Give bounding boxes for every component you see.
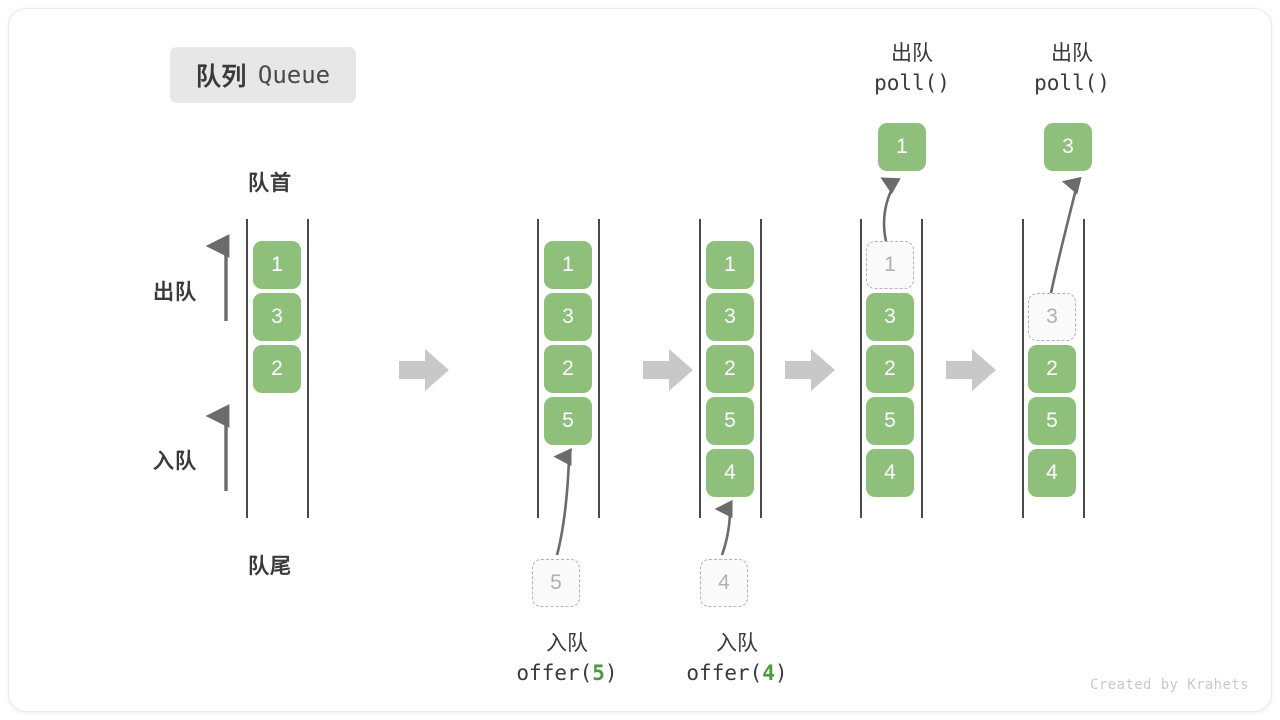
queue-element: 2 (544, 345, 592, 393)
enqueue-arrow-icon (205, 404, 230, 491)
title-cn: 队列 (195, 63, 247, 91)
poll1-remove-arrow-icon (880, 177, 901, 242)
diagram-card: 队列 Queue 队首 队尾 出队 入队 1 3 2 1 3 2 5 (8, 8, 1272, 712)
offer5-insert-arrow-icon (553, 447, 572, 556)
floating-ghost-element: 5 (532, 559, 580, 607)
caption-offer4-cn: 入队 (716, 632, 758, 655)
queue-element: 5 (706, 397, 754, 445)
diagram-title-chip: 队列 Queue (170, 47, 356, 103)
caption-poll1-cn: 出队 (891, 42, 933, 65)
queue-element: 5 (1028, 397, 1076, 445)
queue-rail-left (537, 219, 539, 518)
queue-rail-right (598, 219, 600, 518)
queue-element: 1 (253, 241, 301, 289)
caption-offer5-code: offer(5) (467, 659, 667, 689)
caption-poll3-cn: 出队 (1051, 42, 1093, 65)
offer4-arg: 4 (762, 660, 775, 685)
label-enqueue: 入队 (153, 450, 197, 473)
queue-element: 2 (706, 345, 754, 393)
polled-element: 1 (878, 123, 926, 171)
label-dequeue: 出队 (153, 281, 197, 304)
queue-rail-right (921, 219, 923, 518)
queue-rail-left (860, 219, 862, 518)
queue-rail-right (760, 219, 762, 518)
offer4-insert-arrow-icon (714, 499, 733, 556)
offer5-close: ) (604, 660, 618, 685)
caption-offer4-code: offer(4) (637, 659, 837, 689)
step-arrow-icon (946, 349, 996, 391)
caption-poll1: 出队 poll() (812, 39, 1012, 99)
step-arrow-icon (399, 349, 449, 391)
queue-element: 5 (544, 397, 592, 445)
queue-element: 1 (544, 241, 592, 289)
label-queue-tail: 队尾 (248, 555, 292, 578)
caption-poll3: 出队 poll() (972, 39, 1172, 99)
queue-element: 2 (1028, 345, 1076, 393)
title-en: Queue (257, 61, 331, 89)
caption-poll1-code: poll() (874, 70, 950, 95)
offer5-fn: offer( (516, 660, 593, 685)
caption-offer4: 入队 offer(4) (637, 629, 837, 689)
poll3-remove-arrow-icon (1049, 176, 1082, 294)
floating-ghost-element: 4 (700, 559, 748, 607)
caption-offer5-cn: 入队 (546, 632, 588, 655)
queue-rail-left (1022, 219, 1024, 518)
step-arrow-icon (643, 349, 693, 391)
queue-element: 2 (866, 345, 914, 393)
queue-element: 1 (706, 241, 754, 289)
queue-element: 3 (544, 293, 592, 341)
offer4-close: ) (774, 660, 788, 685)
queue-element: 4 (706, 449, 754, 497)
queue-element: 2 (253, 345, 301, 393)
offer5-arg: 5 (592, 660, 605, 685)
queue-element: 3 (706, 293, 754, 341)
queue-rail-right (1083, 219, 1085, 518)
queue-element: 4 (866, 449, 914, 497)
label-queue-head: 队首 (248, 172, 292, 195)
queue-rail-right (307, 219, 309, 518)
step-arrow-icon (785, 349, 835, 391)
queue-rail-left (699, 219, 701, 518)
caption-offer5: 入队 offer(5) (467, 629, 667, 689)
polled-element: 3 (1044, 123, 1092, 171)
caption-poll3-code: poll() (1034, 70, 1110, 95)
queue-rail-left (246, 219, 248, 518)
queue-element: 4 (1028, 449, 1076, 497)
offer4-fn: offer( (686, 660, 763, 685)
queue-element-removed: 1 (866, 241, 914, 289)
credit-text: Created by Krahets (1090, 677, 1249, 693)
queue-element: 5 (866, 397, 914, 445)
queue-element-removed: 3 (1028, 293, 1076, 341)
queue-element: 3 (866, 293, 914, 341)
dequeue-arrow-icon (205, 234, 230, 321)
queue-element: 3 (253, 293, 301, 341)
